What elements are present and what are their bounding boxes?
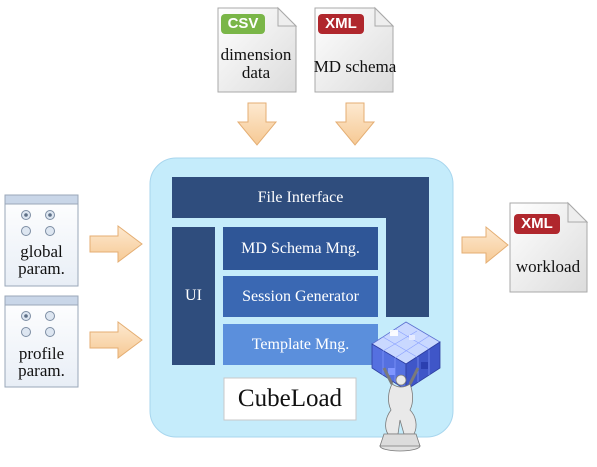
xml-workload-badge: XML <box>514 214 560 234</box>
template-mng-block <box>223 324 378 365</box>
right-arrow-icon <box>461 225 509 265</box>
global-param-window-icon <box>4 194 79 287</box>
ui-label: UI <box>185 287 202 304</box>
global-param-line1: global <box>20 242 63 261</box>
workload-label: workload <box>515 257 581 276</box>
md-schema-mng-block <box>223 227 378 270</box>
xml-schema-badge: XML <box>318 14 364 34</box>
file-interface-block <box>172 177 429 317</box>
profile-param-line1: profile <box>18 344 65 363</box>
down-arrow-icon <box>334 102 376 146</box>
profile-param-line2: param. <box>18 361 65 380</box>
right-arrow-icon <box>89 321 143 359</box>
atlas-cube-logo-icon <box>371 321 441 452</box>
csv-label: dimension data <box>206 46 306 82</box>
cubeload-title-box <box>223 377 357 421</box>
csv-label-line2: data <box>241 63 271 82</box>
down-arrow-icon <box>236 102 278 146</box>
profile-param-label: profile param. <box>5 345 78 379</box>
md-schema-mng-label: MD Schema Mng. <box>241 239 360 257</box>
file-interface-label: File Interface <box>257 188 344 206</box>
cubeload-title: CubeLoad <box>237 385 343 412</box>
global-param-label: global param. <box>5 243 78 277</box>
template-mng-label: Template Mng. <box>251 335 350 353</box>
right-arrow-icon <box>89 225 143 263</box>
csv-badge: CSV <box>221 14 265 34</box>
session-generator-label: Session Generator <box>242 287 359 305</box>
global-param-line2: param. <box>18 259 65 278</box>
md-schema-label: MD schema <box>313 57 397 76</box>
ui-block <box>172 227 215 365</box>
session-generator-block <box>223 276 378 317</box>
csv-label-line1: dimension <box>220 45 292 64</box>
profile-param-window-icon <box>4 295 79 388</box>
